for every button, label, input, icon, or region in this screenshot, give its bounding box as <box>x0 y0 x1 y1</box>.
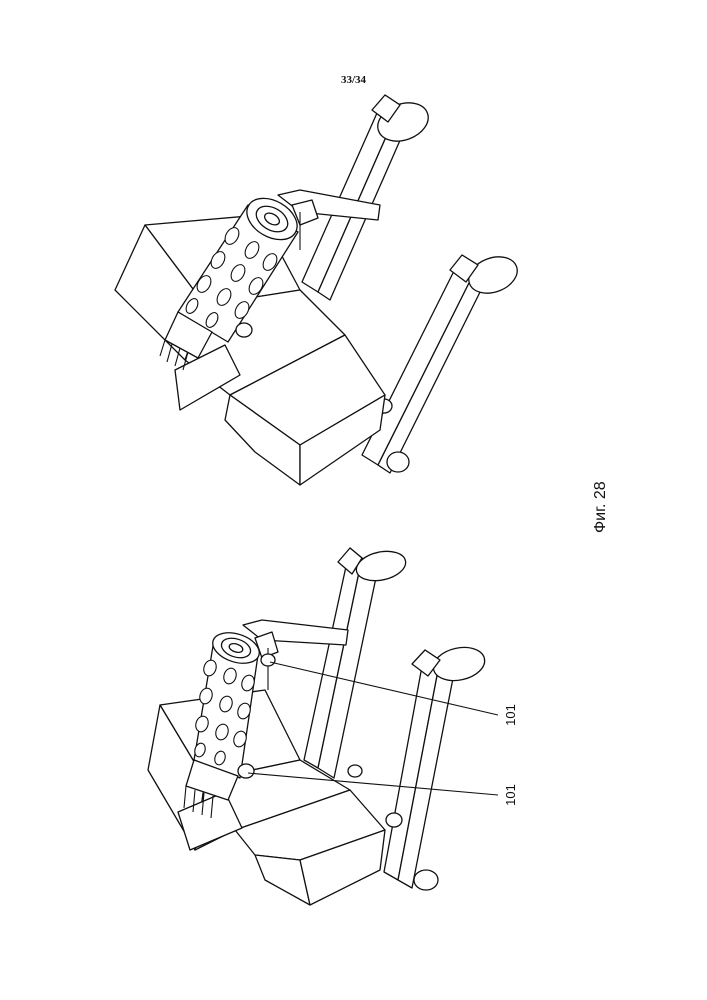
lower-assembly <box>148 547 498 905</box>
reference-label-101-lower: 101 <box>503 778 519 812</box>
reference-label-101-upper: 101 <box>503 698 519 732</box>
upper-assembly <box>115 95 522 485</box>
figure-caption: Фиг. 28 <box>591 483 611 533</box>
lower-rail-top <box>304 547 408 778</box>
lower-base-block <box>148 690 385 905</box>
upper-rail-bottom <box>362 250 522 473</box>
lower-rail-bottom <box>384 643 488 890</box>
